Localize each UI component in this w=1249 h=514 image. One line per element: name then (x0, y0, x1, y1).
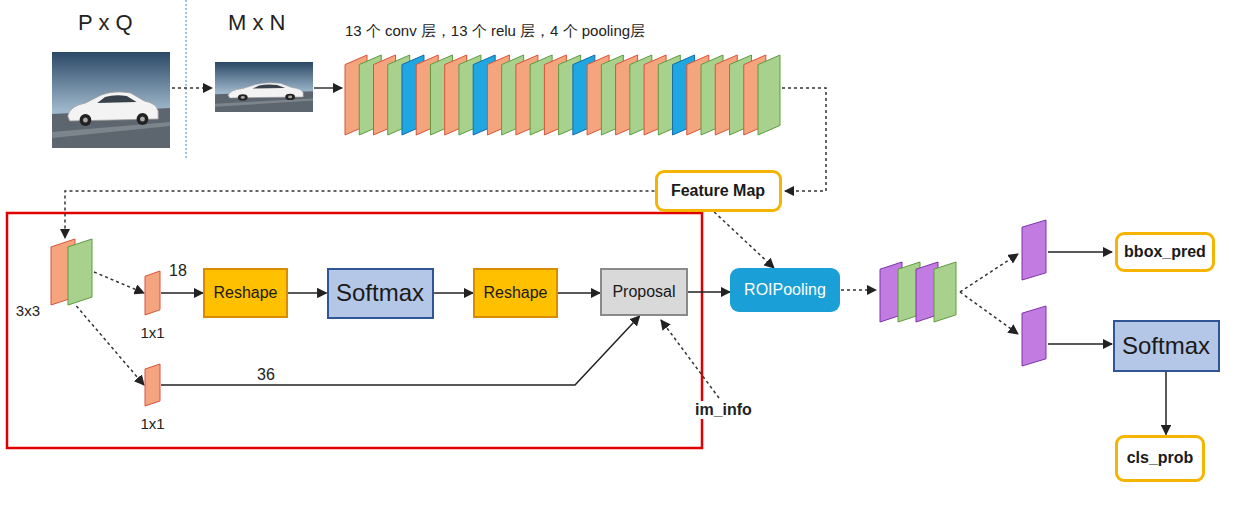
channel-count: 18 (167, 262, 189, 280)
conv-layer: 1x1 (144, 270, 161, 316)
conv-symbol (50, 238, 94, 306)
conv-stack (345, 55, 780, 135)
connector (558, 292, 600, 294)
connector (65, 191, 655, 238)
node-label: Feature Map (671, 182, 765, 200)
process-box: Proposal (600, 268, 688, 316)
process-box: bbox_pred (1115, 232, 1215, 272)
bbox-arrow (1048, 251, 1112, 253)
node-label: bbox_pred (1124, 243, 1206, 261)
process-box: Softmax (327, 268, 434, 319)
connector (161, 316, 640, 385)
process-box: Reshape (473, 268, 558, 318)
size-label: M x N (228, 10, 285, 35)
layer-shape (145, 271, 160, 315)
connector (714, 212, 774, 268)
node-label: Softmax (1122, 332, 1210, 360)
rpn-frame (7, 213, 702, 448)
kernel-size: 1x1 (140, 324, 164, 341)
resized-photo (215, 62, 313, 112)
node-label: Softmax (336, 279, 424, 307)
process-box: Softmax (1113, 320, 1220, 372)
process-box: Feature Map (655, 170, 782, 212)
node-label: Proposal (612, 283, 675, 301)
size-label: P x Q (78, 10, 133, 35)
node-label: Reshape (213, 284, 277, 302)
roi-arrow (841, 289, 876, 291)
iminfo-arrow (661, 320, 719, 398)
conv-layer: 1x1 (144, 363, 161, 407)
channel-count: 36 (255, 366, 277, 384)
input-label: im_info (693, 401, 754, 419)
connector (688, 291, 730, 293)
divider-line (185, 0, 186, 158)
connector (434, 292, 474, 294)
node-label: cls_prob (1127, 449, 1194, 467)
layer-shape (758, 55, 780, 135)
fork-arrow (960, 254, 1018, 292)
node-label: ROIPooling (744, 281, 826, 299)
connector (161, 292, 203, 294)
input-arrow (314, 87, 342, 89)
kernel-size: 3x3 (16, 302, 40, 319)
backbone-note: 13 个 conv 层，13 个 relu 层，4 个 pooling层 (345, 22, 645, 39)
process-box: cls_prob (1115, 435, 1205, 482)
resize-arrow (172, 87, 212, 89)
process-box: Reshape (203, 268, 288, 318)
layer-shape (1022, 220, 1046, 280)
feature-arrow (782, 88, 826, 191)
connector (76, 306, 144, 385)
cls-arrow (1048, 343, 1112, 345)
process-box: ROIPooling (730, 268, 840, 312)
layer-shape (145, 364, 160, 406)
conv-layer: 3x3 (50, 238, 94, 306)
layer-shape (934, 262, 956, 322)
connector (288, 292, 327, 294)
kernel-size: 1x1 (140, 415, 164, 432)
conv-symbol (144, 270, 161, 316)
layer-shape (68, 239, 92, 305)
connector (94, 272, 144, 293)
fc-stack (880, 220, 1046, 366)
connector (1165, 372, 1167, 435)
conv-symbol (144, 363, 161, 407)
layer-shape (1022, 306, 1046, 366)
fork-arrow (960, 292, 1018, 334)
node-label: Reshape (483, 284, 547, 302)
input-photo (52, 52, 170, 148)
